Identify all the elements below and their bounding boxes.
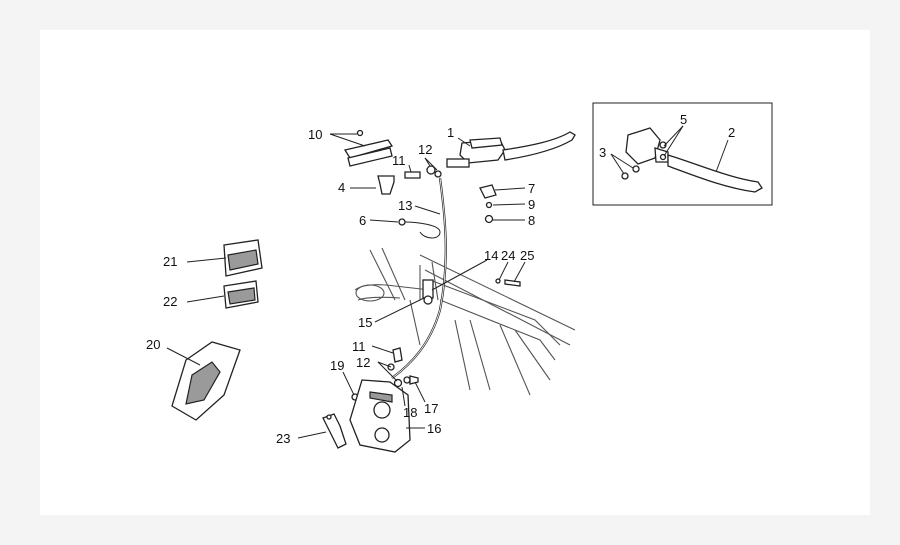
callout-12-upper: 12 (418, 142, 432, 157)
callout-20: 20 (146, 337, 160, 352)
callout-18: 18 (403, 405, 417, 420)
brake-hose (391, 177, 447, 379)
leader-lines (166, 125, 729, 439)
callout-15: 15 (358, 315, 372, 330)
bleed-ring (398, 218, 441, 239)
brake-pads-set-a (223, 239, 263, 277)
brake-caliper (349, 379, 411, 453)
callout-1: 1 (447, 125, 454, 140)
callout-numbers: 1 2 3 4 5 6 7 8 9 10 11 12 13 14 15 16 1… (146, 112, 735, 446)
callout-9: 9 (528, 197, 535, 212)
frame-outline (354, 247, 576, 396)
callout-13: 13 (398, 198, 412, 213)
callout-11-upper: 11 (392, 153, 406, 168)
master-cylinder (446, 131, 576, 168)
callout-19: 19 (330, 358, 344, 373)
callout-10: 10 (308, 127, 322, 142)
callout-4: 4 (338, 180, 345, 195)
callout-8: 8 (528, 213, 535, 228)
pad-kit (171, 341, 241, 421)
callout-25: 25 (520, 248, 534, 263)
callout-17: 17 (424, 401, 438, 416)
callout-5: 5 (680, 112, 687, 127)
elbow-cap (377, 175, 395, 195)
callout-14: 14 (484, 248, 498, 263)
callout-12-lower: 12 (356, 355, 370, 370)
brake-pads-set-b (223, 280, 259, 309)
callout-16: 16 (427, 421, 441, 436)
callout-23: 23 (276, 431, 290, 446)
callout-11-lower: 11 (352, 339, 366, 354)
caliper-bracket (322, 413, 347, 449)
callout-7: 7 (528, 181, 535, 196)
callout-24: 24 (501, 248, 515, 263)
callout-21: 21 (163, 254, 177, 269)
hose-fittings-lower (351, 347, 419, 401)
reservoir-cover (343, 129, 394, 167)
callout-22: 22 (163, 294, 177, 309)
callout-2: 2 (728, 125, 735, 140)
inset-alternate-lever (592, 102, 773, 206)
callout-6: 6 (359, 213, 366, 228)
callout-3: 3 (599, 145, 606, 160)
hose-fittings-upper (404, 165, 497, 224)
